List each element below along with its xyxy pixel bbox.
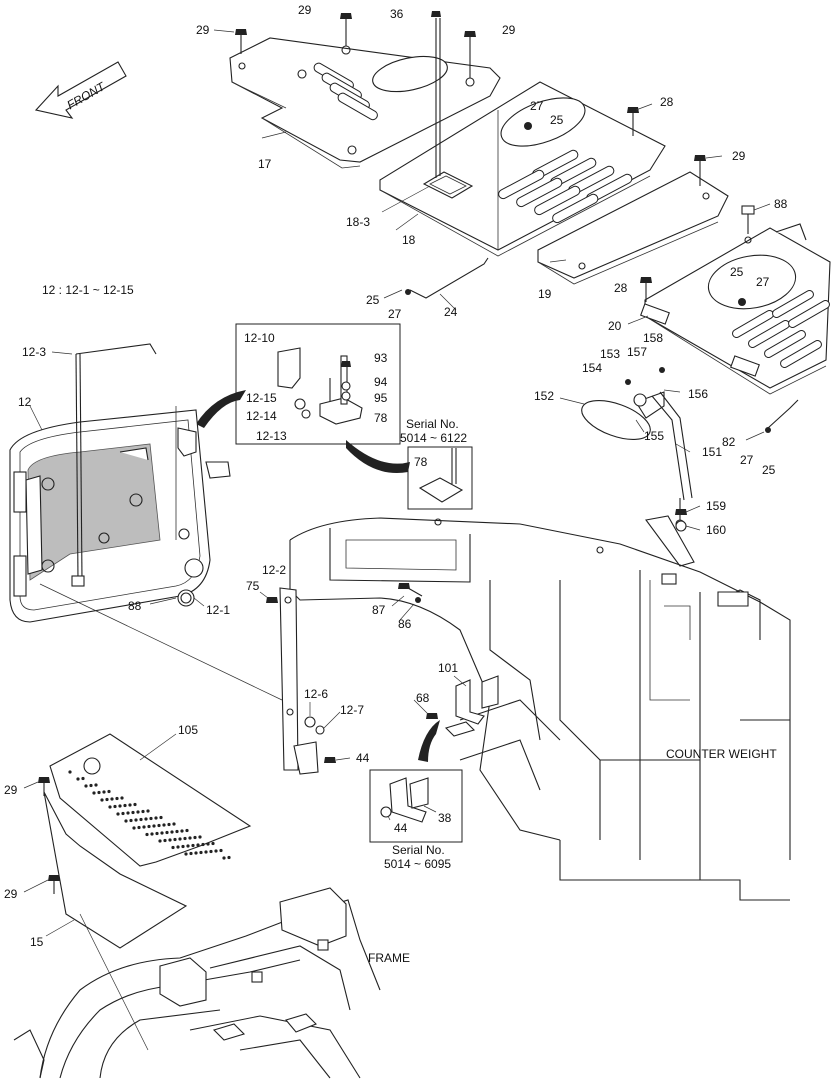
part-number-156: 156 [688,387,708,401]
part-number-25: 25 [762,463,776,477]
part-number-19: 19 [538,287,552,301]
counter-weight-label: COUNTER WEIGHT [666,747,777,761]
serial-1-range: 5014 ~ 6122 [400,431,467,445]
part-number-27: 27 [388,307,402,321]
part-number-18: 18 [402,233,416,247]
frame-label: FRAME [368,951,410,965]
part-number-88: 88 [128,599,142,613]
part-number-86: 86 [398,617,412,631]
serial-2-range: 5014 ~ 6095 [384,857,451,871]
part-number-101: 101 [438,661,458,675]
cover-panel-17 [229,37,501,169]
side-door-12 [9,343,231,623]
part-number-68: 68 [416,691,430,705]
part-number-17: 17 [258,157,272,171]
part-number-29: 29 [298,3,312,17]
part-number-12-3: 12-3 [22,345,46,359]
part-number-154: 154 [582,361,602,375]
part-number-12: 12 [18,395,32,409]
part-number-18-3: 18-3 [346,215,370,229]
part-number-12-7: 12-7 [340,703,364,717]
part-number-44: 44 [356,751,370,765]
part-number-78: 78 [414,455,428,469]
frame-structure [13,887,381,1079]
part-number-24: 24 [444,305,458,319]
fasteners [38,11,771,894]
part-number-15: 15 [30,935,44,949]
part-number-95: 95 [374,391,388,405]
part-number-25: 25 [730,265,744,279]
part-number-27: 27 [756,275,770,289]
part-number-44: 44 [394,821,408,835]
part-number-28: 28 [614,281,628,295]
part-number-75: 75 [246,579,260,593]
part-number-158: 158 [643,331,663,345]
part-number-29: 29 [4,887,18,901]
part-number-12-15: 12-15 [246,391,277,405]
bracket-101 [444,675,499,737]
part-number-29: 29 [502,23,516,37]
stay-12-2 [39,583,325,775]
cover-panel-19 [537,171,729,285]
part-number-93: 93 [374,351,388,365]
part-number-25: 25 [366,293,380,307]
serial-inset-1 [407,446,473,510]
serial-1-title: Serial No. [406,417,459,431]
part-number-78: 78 [374,411,388,425]
part-number-87: 87 [372,603,386,617]
part-number-160: 160 [706,523,726,537]
cover-panel-18 [379,18,666,257]
front-arrow-icon: FRONT [34,61,127,119]
leader-lines [23,29,771,937]
part-number-12-6: 12-6 [304,687,328,701]
part-number-25: 25 [550,113,564,127]
detail-inset-12-10 [235,323,401,445]
part-number-29: 29 [4,783,18,797]
part-number-105: 105 [178,723,198,737]
part-number-153: 153 [600,347,620,361]
serial-2-title: Serial No. [392,843,445,857]
part-number-38: 38 [438,811,452,825]
part-number-94: 94 [374,375,388,389]
part-number-12-10: 12-10 [244,331,275,345]
part-number-28: 28 [660,95,674,109]
part-number-20: 20 [608,319,622,333]
part-number-12-1: 12-1 [206,603,230,617]
floor-plate-105 [49,733,252,867]
cover-plate-15 [43,791,188,949]
serial-inset-2 [369,769,463,843]
part-number-27: 27 [740,453,754,467]
part-number-12-2: 12-2 [262,563,286,577]
part-number-36: 36 [390,7,404,21]
cover-panel-88 [640,223,831,395]
series-note: 12 : 12-1 ~ 12-15 [42,283,134,297]
part-number-82: 82 [722,435,736,449]
part-number-157: 157 [627,345,647,359]
part-number-27: 27 [530,99,544,113]
part-number-29: 29 [196,23,210,37]
part-number-152: 152 [534,389,554,403]
part-number-88: 88 [774,197,788,211]
latch-assembly-151 [581,391,695,567]
part-number-12-14: 12-14 [246,409,277,423]
part-numbers: 29 29 36 29 27 25 28 29 17 18-3 18 88 19… [4,3,788,965]
counter-weight-body [289,517,791,901]
part-number-159: 159 [706,499,726,513]
part-number-29: 29 [732,149,746,163]
part-number-12-13: 12-13 [256,429,287,443]
part-number-151: 151 [702,445,722,459]
part-number-155: 155 [644,429,664,443]
